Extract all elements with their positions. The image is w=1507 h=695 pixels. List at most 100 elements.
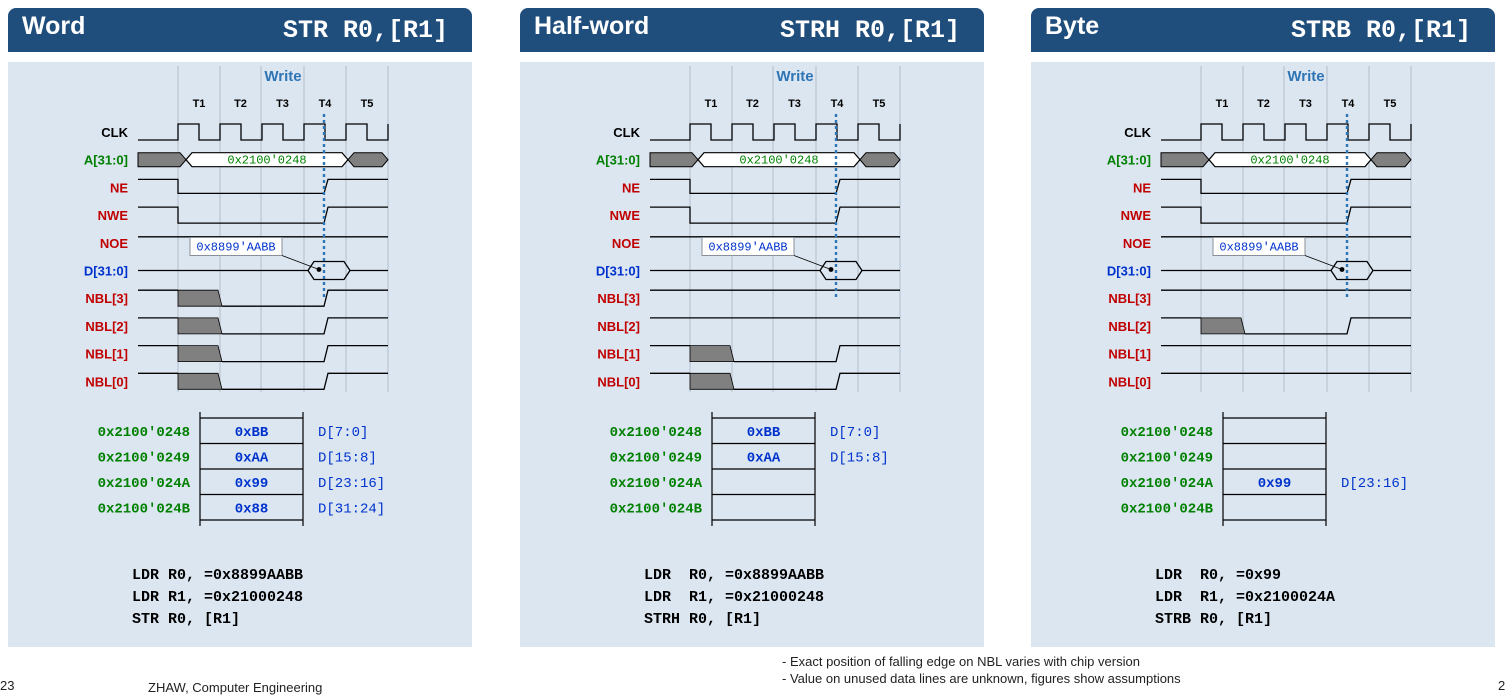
period-label-t3: T3	[1299, 98, 1312, 110]
nbl-waveform	[138, 289, 388, 307]
signal-label: NWE	[98, 208, 129, 223]
period-label-t1: T1	[705, 98, 718, 110]
signal-label: NBL[3]	[597, 291, 640, 306]
signal-label: CLK	[1124, 125, 1151, 140]
panel-title: Byte	[1045, 12, 1100, 40]
ne-waveform	[138, 178, 388, 195]
signal-label: NWE	[1121, 208, 1152, 223]
code-line: LDR R0, =0x8899AABB	[132, 567, 303, 584]
panel-header: Half-word STRH R0,[R1]	[520, 8, 984, 52]
memory-address: 0x2100'024A	[610, 476, 703, 492]
code-line: LDR R0, =0x8899AABB	[644, 567, 824, 584]
memory-cell-value: 0xAA	[747, 451, 781, 467]
callout-leader	[1304, 255, 1343, 270]
signal-label: D[31:0]	[596, 264, 640, 279]
address-undefined-hatch	[347, 152, 389, 168]
nwe-waveform	[1161, 206, 1411, 224]
nbl-transition-hatch	[177, 289, 223, 307]
data-value: 0x8899'AABB	[1219, 241, 1298, 255]
signal-label: CLK	[101, 125, 128, 140]
memory-address: 0x2100'0248	[98, 425, 190, 441]
address-value: 0x2100'0248	[739, 154, 818, 168]
address-undefined-hatch	[137, 152, 187, 168]
callout-leader	[793, 255, 832, 270]
code-line: LDR R1, =0x2100024A	[1155, 589, 1335, 606]
data-value-callout	[1212, 237, 1306, 256]
signal-label: NBL[1]	[597, 347, 640, 362]
callout-dot	[1339, 267, 1345, 272]
data-lane-label: D[23:16]	[318, 476, 385, 492]
signal-label: NBL[2]	[597, 319, 640, 334]
data-lane-label: D[7:0]	[830, 425, 880, 441]
data-bus-waveform	[1161, 260, 1411, 281]
memory-address: 0x2100'024B	[98, 502, 191, 518]
signal-label: NWE	[610, 208, 641, 223]
nbl-transition-hatch	[177, 345, 223, 362]
nbl-waveform	[138, 344, 388, 363]
data-lane-label: D[23:16]	[1341, 476, 1408, 492]
callout-dot	[828, 267, 834, 272]
period-label-t2: T2	[746, 98, 759, 110]
signal-label: CLK	[613, 125, 640, 140]
callout-leader	[281, 255, 320, 270]
panel-instruction: STRH R0,[R1]	[779, 16, 960, 45]
data-bus-waveform	[650, 260, 900, 281]
data-lane-label: D[31:24]	[318, 502, 385, 518]
code-line: STRB R0, [R1]	[1155, 611, 1272, 628]
code-line: STRH R0, [R1]	[644, 611, 761, 628]
data-lane-label: D[7:0]	[318, 425, 368, 441]
nbl-waveform	[1161, 317, 1411, 335]
period-label-t3: T3	[276, 98, 289, 110]
write-label: Write	[776, 68, 813, 85]
period-label-t3: T3	[788, 98, 801, 110]
signal-label: NBL[1]	[1108, 347, 1151, 362]
code-line: LDR R0, =0x99	[1155, 567, 1281, 584]
memory-cell-value: 0xBB	[235, 425, 269, 441]
period-label-t1: T1	[1216, 98, 1229, 110]
signal-label: A[31:0]	[1107, 153, 1151, 168]
panel-instruction: STRB R0,[R1]	[1290, 16, 1471, 45]
memory-cell-value: 0x99	[1258, 476, 1292, 492]
memory-address: 0x2100'024A	[1121, 476, 1214, 492]
panel-header: Byte STRB R0,[R1]	[1031, 8, 1495, 52]
page-number-right: 2	[1498, 678, 1506, 693]
data-value: 0x8899'AABB	[196, 241, 275, 255]
write-label: Write	[264, 68, 301, 85]
signal-label: NBL[1]	[85, 347, 128, 362]
signal-label: D[31:0]	[84, 264, 128, 279]
code-line: LDR R1, =0x21000248	[132, 589, 303, 606]
signal-label: NBL[2]	[1108, 319, 1151, 334]
signal-label: NBL[3]	[85, 291, 128, 306]
memory-cell-value: 0xBB	[747, 425, 781, 441]
ne-waveform	[650, 178, 900, 195]
memory-address: 0x2100'024A	[98, 476, 191, 492]
code-line: STR R0, [R1]	[132, 611, 240, 628]
page-number-left: 23	[0, 678, 15, 693]
signal-label: NE	[110, 180, 128, 195]
period-label-t2: T2	[234, 98, 247, 110]
panel-instruction: STR R0,[R1]	[282, 16, 448, 45]
address-undefined-hatch	[1160, 152, 1210, 168]
signal-label: NOE	[1123, 236, 1152, 251]
period-label-t2: T2	[1257, 98, 1270, 110]
clk-waveform	[650, 123, 901, 141]
nbl-waveform	[650, 344, 900, 363]
signal-label: NBL[3]	[1108, 291, 1151, 306]
course-name: ZHAW, Computer Engineering	[148, 680, 323, 695]
write-label: Write	[1287, 68, 1324, 85]
address-value: 0x2100'0248	[1250, 154, 1329, 168]
signal-label: NBL[0]	[1108, 374, 1151, 389]
footnote-2: - Value on unused data lines are unknown…	[782, 671, 1181, 686]
signal-label: NE	[622, 180, 640, 195]
memory-address: 0x2100'0248	[610, 425, 702, 441]
period-label-t1: T1	[193, 98, 206, 110]
nbl-waveform	[138, 317, 388, 335]
